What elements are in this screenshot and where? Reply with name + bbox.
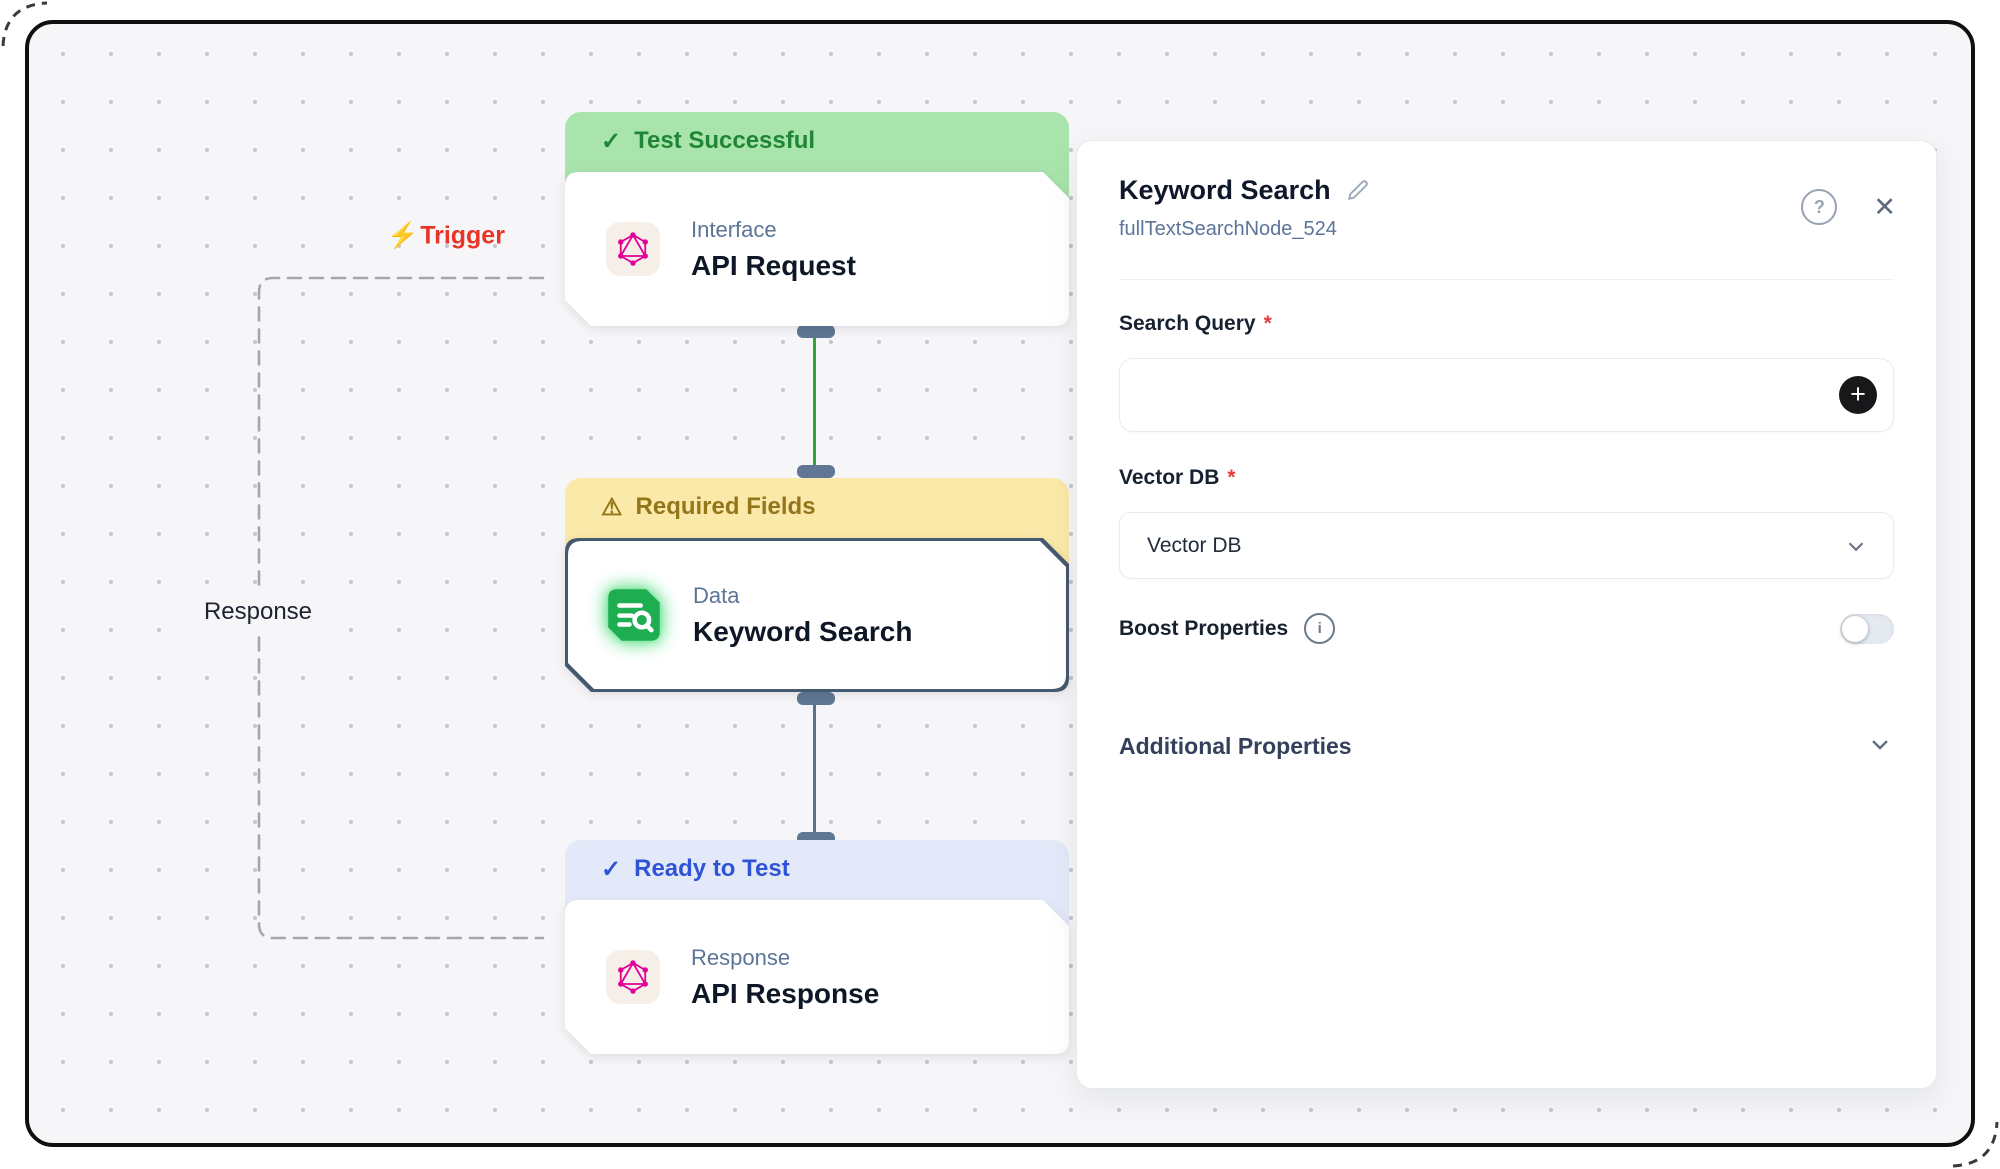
toggle-knob xyxy=(1842,615,1868,642)
connector-handle[interactable] xyxy=(797,692,835,705)
info-icon[interactable]: i xyxy=(1304,613,1336,644)
node-title: Keyword Search xyxy=(693,615,913,647)
node-card[interactable]: Response API Response xyxy=(565,900,1069,1054)
vector-db-select[interactable]: Vector DB xyxy=(1119,512,1894,579)
search-query-box: + xyxy=(1119,358,1894,432)
check-icon: ✓ xyxy=(601,128,622,155)
close-icon[interactable]: ✕ xyxy=(1873,191,1896,222)
connector-handle[interactable] xyxy=(797,325,835,338)
edit-title-button[interactable] xyxy=(1345,178,1371,204)
node-status-label: Required Fields xyxy=(635,493,816,520)
list-search-icon xyxy=(606,587,662,643)
connector-handle[interactable] xyxy=(797,465,835,478)
help-icon[interactable]: ? xyxy=(1801,189,1838,225)
node-category: Data xyxy=(693,582,740,608)
search-query-label: Search Query* xyxy=(1119,312,1272,335)
check-icon: ✓ xyxy=(601,856,622,883)
chevron-down-icon xyxy=(1866,730,1894,763)
required-marker: * xyxy=(1227,466,1236,489)
boost-properties-toggle[interactable] xyxy=(1840,613,1894,644)
node-config-panel: Keyword Search ? ✕ fullTextSearchNode_52… xyxy=(1076,140,1937,1089)
node-status-label: Ready to Test xyxy=(634,855,790,882)
edge-search-to-response xyxy=(813,698,816,835)
node-title: API Request xyxy=(691,249,856,281)
boost-properties-label: Boost Properties xyxy=(1119,616,1289,640)
node-id-label: fullTextSearchNode_524 xyxy=(1119,218,1337,240)
node-title: API Response xyxy=(691,977,880,1009)
panel-title: Keyword Search xyxy=(1119,175,1331,205)
graphql-icon xyxy=(606,222,660,276)
vector-db-label: Vector DB* xyxy=(1119,466,1236,489)
required-marker: * xyxy=(1263,312,1272,335)
divider xyxy=(1119,279,1894,280)
additional-properties-title: Additional Properties xyxy=(1119,733,1352,759)
node-card[interactable]: Interface API Request xyxy=(565,172,1069,326)
trigger-edge-label: ⚡Trigger xyxy=(387,221,505,250)
node-category: Interface xyxy=(691,216,777,242)
vector-db-selected-value: Vector DB xyxy=(1147,533,1242,557)
node-status-label: Test Successful xyxy=(634,127,816,154)
add-variable-button[interactable]: + xyxy=(1839,376,1877,414)
response-edge-label: Response xyxy=(189,592,327,632)
bolt-icon: ⚡ xyxy=(387,221,419,250)
additional-properties-section[interactable]: Additional Properties xyxy=(1119,730,1894,763)
edge-request-to-search xyxy=(813,332,816,469)
search-query-input[interactable] xyxy=(1120,359,1893,431)
flow-canvas[interactable]: ⚡Trigger Response ✓ Test Successful xyxy=(25,20,1975,1147)
chevron-down-icon xyxy=(1843,533,1869,559)
graphql-icon xyxy=(606,950,660,1004)
node-category: Response xyxy=(691,944,791,970)
node-card[interactable]: Data Keyword Search xyxy=(565,538,1069,692)
warning-icon: ⚠ xyxy=(601,494,623,521)
